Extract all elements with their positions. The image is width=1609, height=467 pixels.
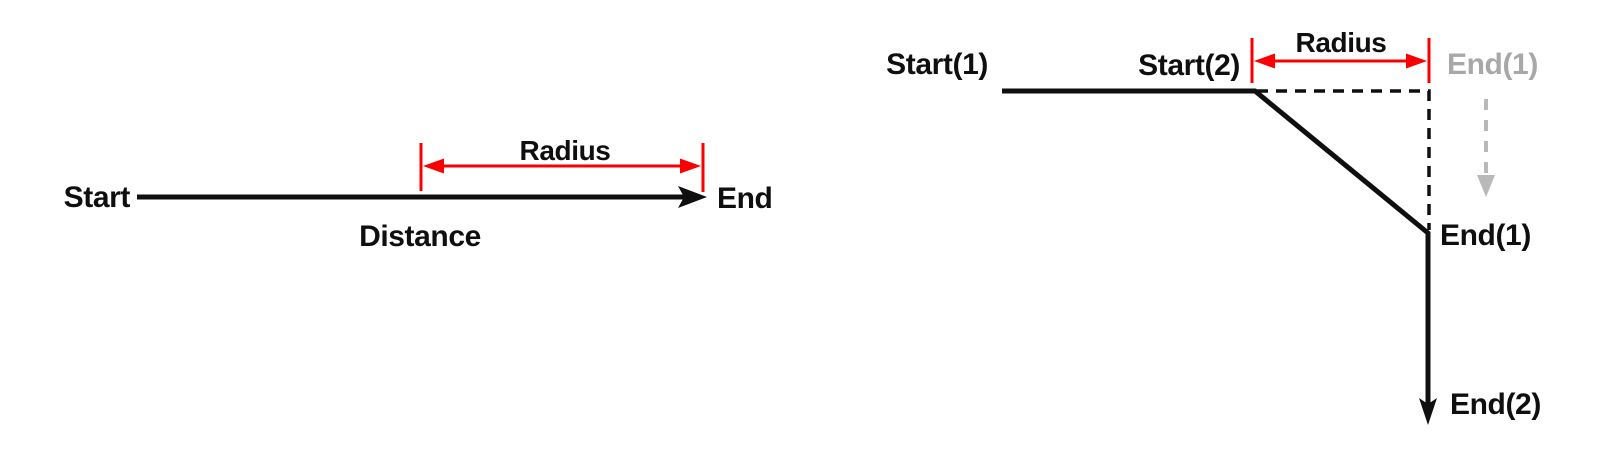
end2-arrowhead-icon bbox=[1419, 398, 1437, 425]
ghost-shift-arrowhead-icon bbox=[1477, 175, 1495, 197]
distance-arrowhead-icon bbox=[678, 186, 707, 208]
distance-label: Distance bbox=[359, 220, 481, 253]
end-label: End bbox=[717, 182, 772, 215]
bent-path-radius-diagram: Start(1) Start(2) Radius End(1) End(1) E… bbox=[886, 27, 1541, 425]
radius-label: Radius bbox=[1296, 27, 1387, 58]
radius-arrowhead-left-icon bbox=[423, 158, 444, 174]
start2-label: Start(2) bbox=[1138, 49, 1240, 82]
radius-arrowhead-right-icon bbox=[680, 158, 701, 174]
start1-label: Start(1) bbox=[886, 48, 988, 81]
straight-distance-diagram: Start End Radius Distance bbox=[64, 135, 773, 253]
end2-label: End(2) bbox=[1450, 388, 1541, 421]
end1-ghost-label: End(1) bbox=[1447, 48, 1538, 81]
end1-label: End(1) bbox=[1440, 219, 1531, 252]
radius-arrowhead-left-icon bbox=[1254, 53, 1275, 69]
original-corner-dashed-line bbox=[1257, 89, 1431, 230]
start-label: Start bbox=[64, 181, 131, 214]
radius-label: Radius bbox=[520, 135, 611, 166]
travel-path-line bbox=[1002, 88, 1431, 404]
radius-arrowhead-right-icon bbox=[1406, 53, 1427, 69]
